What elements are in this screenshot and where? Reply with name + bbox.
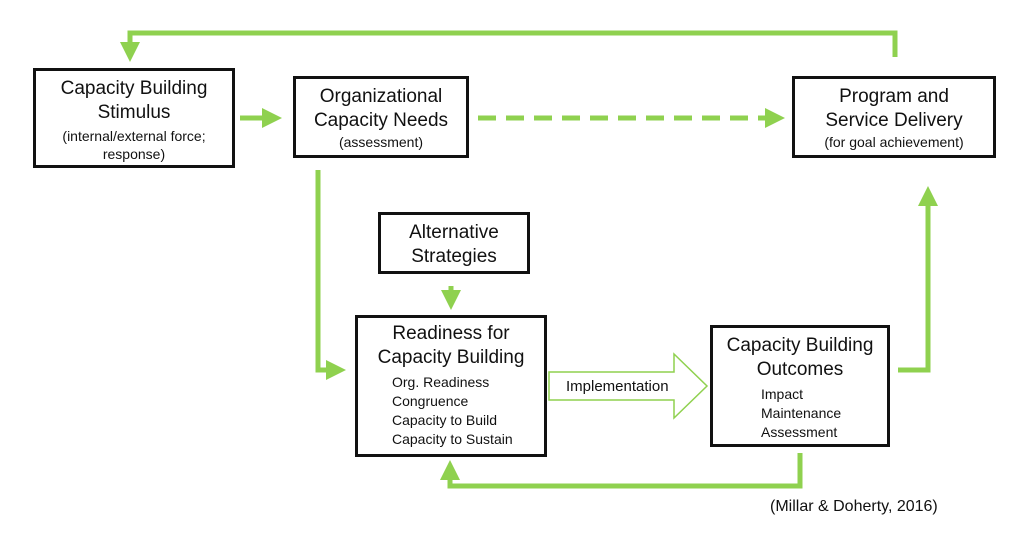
needs-subtitle: (assessment) <box>338 134 424 150</box>
node-capacity-building-stimulus: Capacity Building Stimulus (internal/ext… <box>33 68 235 168</box>
readiness-item: Congruence <box>392 393 469 409</box>
node-readiness-for-capacity-building: Readiness for Capacity Building Org. Rea… <box>355 315 547 457</box>
arrow-outcomes-to-readiness <box>440 453 803 489</box>
stimulus-title: Capacity Building Stimulus <box>60 78 208 123</box>
node-organizational-capacity-needs: Organizational Capacity Needs (assessmen… <box>293 76 469 158</box>
readiness-item: Capacity to Build <box>392 412 498 428</box>
outcomes-item: Impact <box>761 386 804 402</box>
delivery-title: Program and Service Delivery <box>825 86 963 131</box>
outcomes-item: Maintenance <box>761 405 842 421</box>
node-program-and-service-delivery: Program and Service Delivery (for goal a… <box>792 76 996 158</box>
node-capacity-building-outcomes: Capacity Building Outcomes Impact Mainte… <box>710 325 890 447</box>
delivery-subtitle: (for goal achievement) <box>824 134 964 150</box>
arrow-outcomes-to-delivery <box>898 186 938 373</box>
citation: (Millar & Doherty, 2016) <box>770 498 938 515</box>
outcomes-item: Assessment <box>761 424 838 440</box>
readiness-items: Org. Readiness Congruence Capacity to Bu… <box>358 373 544 449</box>
implementation-label: Implementation <box>566 378 669 395</box>
needs-title: Organizational Capacity Needs <box>313 86 449 131</box>
arrow-needs-to-readiness <box>315 170 346 380</box>
readiness-title: Readiness for Capacity Building <box>377 323 525 368</box>
outcomes-items: Impact Maintenance Assessment <box>713 385 887 442</box>
outcomes-title: Capacity Building Outcomes <box>726 335 874 380</box>
arrow-delivery-to-stimulus <box>120 30 898 62</box>
alternatives-title: Alternative Strategies <box>409 222 499 267</box>
stimulus-subtitle: (internal/external force; response) <box>62 128 206 162</box>
node-alternative-strategies: Alternative Strategies <box>378 212 530 274</box>
implementation-arrow <box>548 352 709 420</box>
readiness-item: Org. Readiness <box>392 374 490 390</box>
readiness-item: Capacity to Sustain <box>392 431 513 447</box>
